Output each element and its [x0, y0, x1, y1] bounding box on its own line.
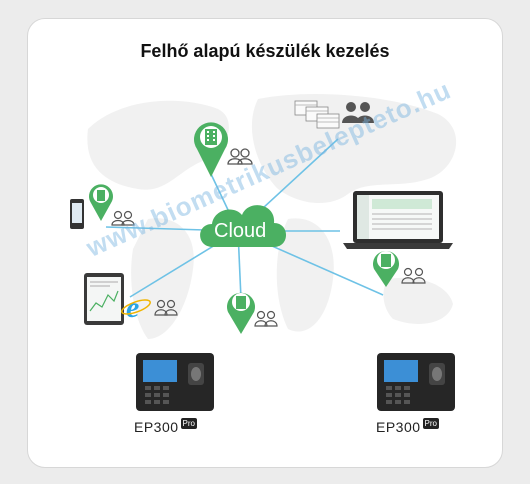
- users-icon: [154, 299, 178, 316]
- svg-text:e: e: [126, 291, 139, 324]
- users-icon: [342, 102, 374, 123]
- device-model: EP300: [376, 419, 421, 435]
- pro-badge: Pro: [180, 418, 197, 429]
- phone-icon: [70, 199, 84, 229]
- cloud-label: Cloud: [214, 220, 267, 242]
- device-model: EP300: [134, 419, 179, 435]
- cloud-icon: [200, 205, 286, 247]
- pro-badge: Pro: [422, 418, 439, 429]
- tablet-icon: [84, 273, 124, 325]
- users-icon: [227, 148, 253, 165]
- attendance-terminal-icon: [136, 353, 214, 411]
- world-map-background: [87, 94, 457, 339]
- diagram-canvas: e: [70, 100, 455, 411]
- laptop-icon: [343, 191, 453, 249]
- users-icon: [254, 310, 278, 327]
- building-pin-icon: [373, 251, 399, 287]
- users-icon: [401, 267, 426, 284]
- browser-e-icon: e: [121, 291, 151, 324]
- diagram-card: Felhő alapú készülék kezelés: [27, 18, 503, 468]
- users-icon: [111, 210, 135, 226]
- page-title: Felhő alapú készülék kezelés: [140, 41, 390, 61]
- building-pin-icon: [194, 122, 228, 177]
- building-pin-icon: [227, 292, 255, 334]
- building-pin-icon: [89, 184, 113, 221]
- spreadsheet-icon: [294, 100, 340, 129]
- attendance-terminal-icon: [377, 353, 455, 411]
